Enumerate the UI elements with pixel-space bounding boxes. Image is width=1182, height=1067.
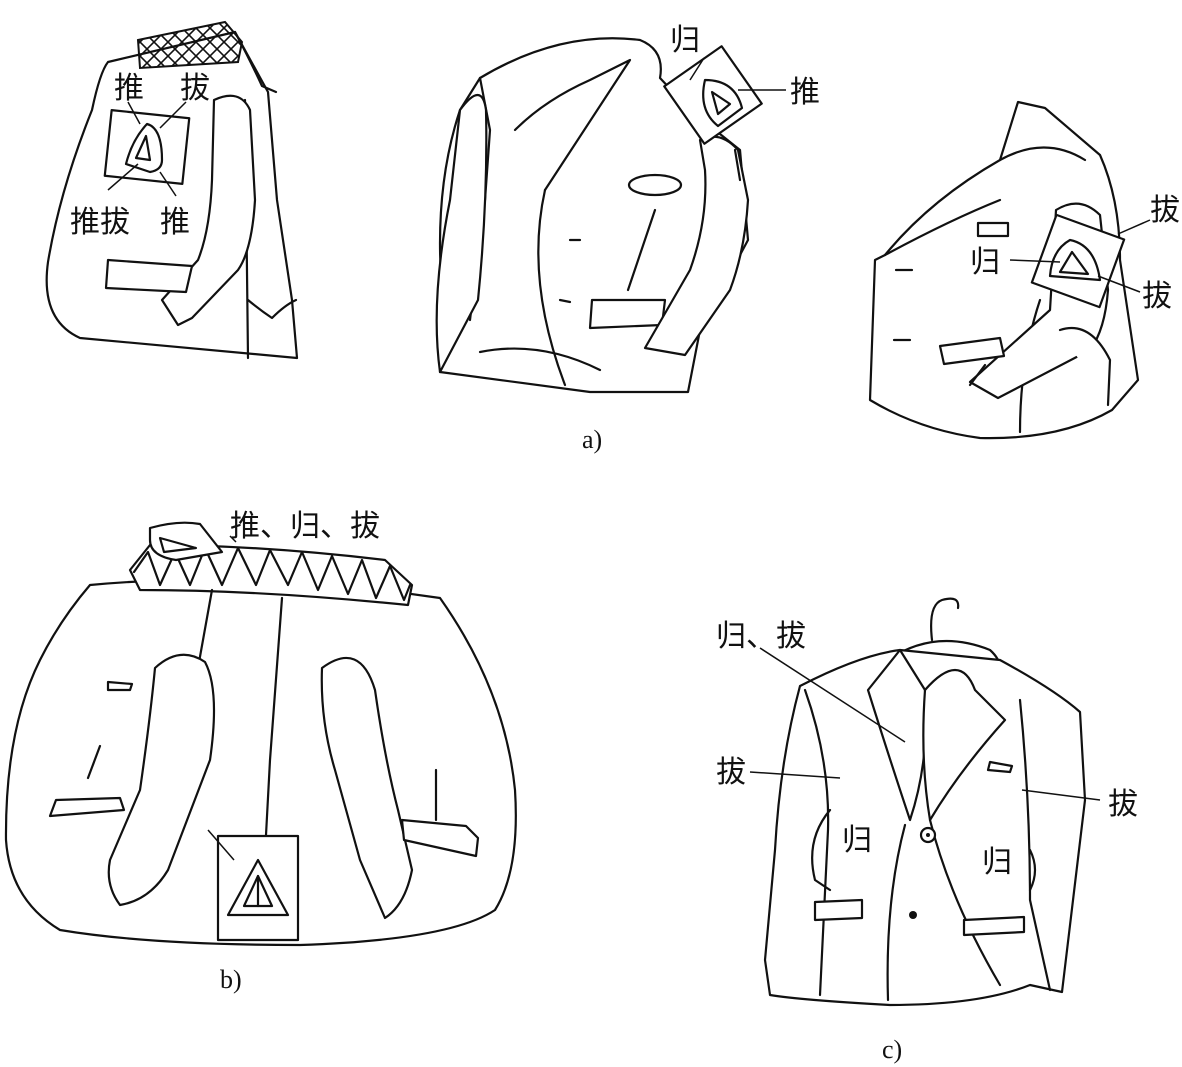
jacket-c: 归、拔 拔 拔 归 归 [716, 599, 1138, 1005]
caption-b: b) [220, 965, 242, 994]
label-c-ba-right: 拔 [1108, 787, 1138, 822]
label-a3-gui: 归 [970, 245, 1000, 280]
label-a1-tui: 推 [114, 71, 144, 106]
jacket-a1: 推 拔 推拔 推 [47, 22, 297, 358]
label-a1-ba: 拔 [180, 71, 210, 106]
label-a1-tuiba: 推拔 [70, 205, 130, 240]
button-dot [909, 911, 917, 919]
jacket-b: 推、归、拔 [6, 509, 516, 945]
label-a3-ba2: 拔 [1142, 279, 1172, 314]
label-a3-ba: 拔 [1150, 193, 1180, 228]
label-a2-tui: 推 [790, 75, 820, 110]
caption-a: a) [582, 425, 602, 454]
label-b-combo: 推、归、拔 [230, 509, 380, 544]
label-a1-tui2: 推 [160, 205, 190, 240]
label-c-guiba: 归、拔 [716, 619, 806, 654]
hanger-hook [931, 599, 958, 640]
caption-c: c) [882, 1035, 902, 1064]
label-c-gui-left: 归 [842, 823, 872, 858]
jacket-a3: 拔 归 拔 [870, 102, 1180, 438]
label-c-gui-right: 归 [982, 845, 1012, 880]
label-c-ba-left: 拔 [716, 755, 746, 790]
jacket-a2: 归 推 [437, 23, 820, 392]
label-a2-gui: 归 [670, 23, 700, 58]
